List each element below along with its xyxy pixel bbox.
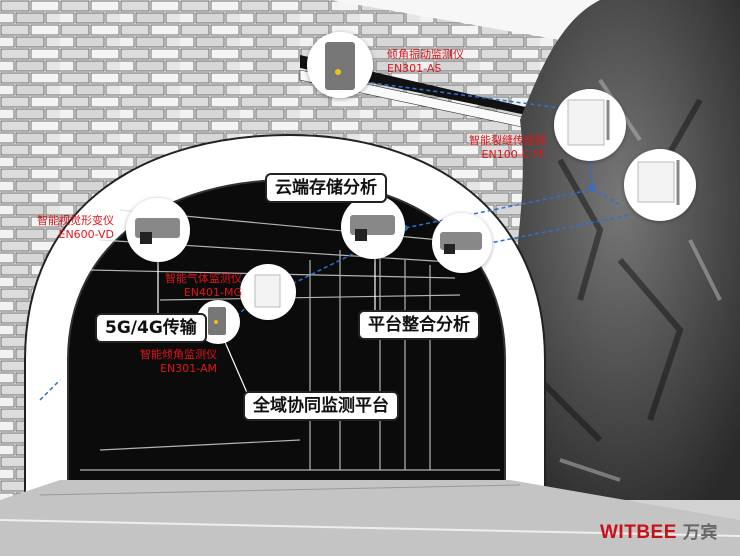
node-transmission: 5G/4G传输 (95, 313, 207, 343)
node-global-platform: 全域协同监测平台 (243, 391, 399, 421)
camera-center-icon (350, 215, 395, 241)
node-cloud: 云端存储分析 (265, 173, 387, 203)
tilt-vibration-sensor-icon (325, 42, 355, 90)
camera-vd-icon (135, 218, 180, 244)
camera-right-icon (440, 232, 482, 254)
node-platform-analysis: 平台整合分析 (358, 310, 480, 340)
gas-sensor-icon (254, 274, 281, 308)
